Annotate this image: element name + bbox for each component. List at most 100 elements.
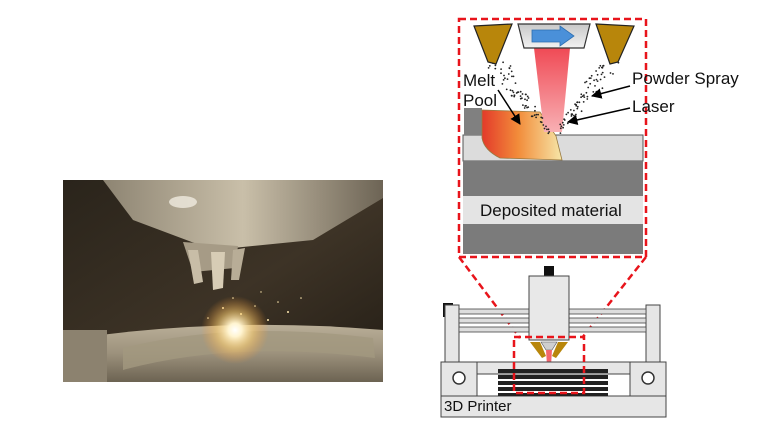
powder-particle <box>501 83 504 85</box>
powder-particle <box>595 90 598 93</box>
powder-particle <box>570 113 573 116</box>
powder-particle <box>519 95 522 97</box>
callout-box <box>457 17 648 259</box>
nozzle-right <box>595 23 635 65</box>
powder-particle <box>601 66 604 69</box>
powder-particle <box>503 74 505 77</box>
powder-particle <box>617 61 620 64</box>
powder-particle <box>610 61 613 64</box>
powder-particle <box>587 86 590 89</box>
powder-particle <box>590 74 593 77</box>
powder-particle <box>509 89 512 92</box>
powder-particle <box>585 80 588 83</box>
powder-particle <box>509 65 512 67</box>
powder-particle <box>517 91 520 93</box>
powder-particle <box>576 101 578 104</box>
melt-pool-base <box>464 108 482 135</box>
laser-head <box>517 23 591 49</box>
powder-particle <box>600 73 603 76</box>
powder-particle <box>530 115 533 118</box>
powder-particle <box>513 94 516 97</box>
powder-particle <box>561 121 564 124</box>
powder-particle <box>531 115 534 118</box>
powder-particle <box>603 76 606 78</box>
powder-particle <box>524 93 527 96</box>
powder-particle <box>540 121 543 124</box>
powder-particle <box>596 73 599 76</box>
powder-particle <box>500 68 502 70</box>
laser-label: Laser <box>632 97 675 116</box>
laser-beam <box>534 48 570 132</box>
zoom-line-left <box>458 256 521 339</box>
powder-particle <box>595 70 597 72</box>
powder-particle <box>609 72 612 74</box>
powder-particle <box>526 95 529 98</box>
powder-particle <box>593 79 595 82</box>
powder-particle <box>586 98 589 100</box>
deposition-photo <box>63 180 383 382</box>
powder-particle <box>516 91 519 94</box>
powder-particle <box>589 77 592 79</box>
powder-particle <box>510 70 513 73</box>
powder-particle <box>502 61 504 64</box>
powder-particle <box>599 78 602 81</box>
powder-particle <box>612 73 614 75</box>
printer-machine <box>440 266 667 418</box>
powder-particle <box>602 65 604 67</box>
powder-particle <box>526 106 528 109</box>
powder-particle <box>570 115 573 117</box>
powder-particle <box>575 113 577 116</box>
powder-particle <box>559 132 562 135</box>
powder-particle <box>524 98 526 101</box>
powder-spray-label: Powder Spray <box>632 69 739 88</box>
powder-particle <box>580 93 583 96</box>
powder-particle <box>565 113 568 116</box>
powder-particle <box>614 59 616 61</box>
powder-particle <box>507 73 510 75</box>
powder-particle <box>524 105 527 107</box>
powder-particle <box>601 87 604 90</box>
powder-particle <box>515 92 518 94</box>
powder-particle <box>583 96 586 98</box>
deposited-material-label: Deposited material <box>480 201 622 220</box>
powder-particle <box>576 101 579 104</box>
powder-particle <box>525 104 527 107</box>
powder-particle <box>546 128 548 131</box>
powder-particle <box>566 122 569 125</box>
powder-particle <box>522 104 524 106</box>
nozzle-left <box>473 23 513 65</box>
melt-pool-label-line1: Melt <box>463 71 496 90</box>
powder-particle <box>596 80 599 82</box>
melt-pool-pointer <box>497 89 521 125</box>
powder-particle <box>559 123 562 126</box>
melt-pool <box>481 109 563 161</box>
powder-particle <box>580 110 583 113</box>
powder-particle <box>487 67 490 69</box>
powder-particle <box>563 119 566 121</box>
powder-particle <box>573 114 575 117</box>
powder-particle <box>585 91 588 94</box>
zoom-line-right <box>581 256 647 339</box>
powder-particle <box>576 105 579 108</box>
powder-particle <box>537 113 539 116</box>
powder-particle <box>594 85 596 87</box>
powder-particle <box>601 71 604 74</box>
printer-label: 3D Printer <box>444 398 512 415</box>
powder-particle <box>548 131 551 133</box>
powder-pointer <box>590 85 631 99</box>
powder-particle <box>504 77 506 80</box>
powder-particle <box>586 95 589 98</box>
powder-particle <box>526 99 528 102</box>
powder-particle <box>511 75 513 78</box>
powder-particle <box>543 127 546 130</box>
powder-particle <box>562 124 565 126</box>
powder-particle <box>513 95 516 98</box>
powder-particle <box>506 78 509 80</box>
powder-particle <box>494 67 497 70</box>
melt-pool-label-line2: Pool <box>463 91 498 110</box>
powder-particle <box>521 93 524 95</box>
powder-particle <box>571 113 574 116</box>
powder-particle <box>508 67 511 70</box>
laser-pointer <box>566 107 631 126</box>
powder-particle <box>589 82 592 85</box>
